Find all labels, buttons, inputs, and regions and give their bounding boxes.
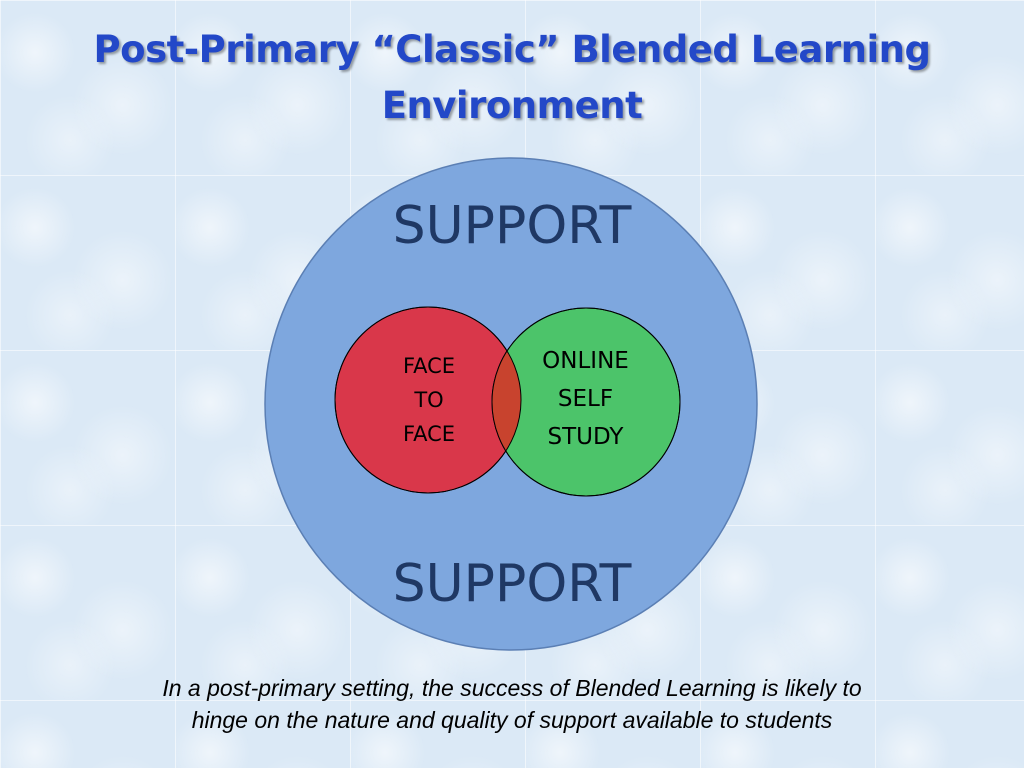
slide-title: Post-Primary “Classic” Blended Learning … xyxy=(0,22,1024,134)
online-label-line-1: ONLINE xyxy=(542,348,629,374)
online-outline xyxy=(491,307,681,497)
face-to-face-outline xyxy=(334,306,522,494)
face-to-face-label: FACE TO FACE xyxy=(369,349,489,451)
slide-caption: In a post-primary setting, the success o… xyxy=(40,672,984,736)
caption-line-1: In a post-primary setting, the success o… xyxy=(162,675,862,701)
online-label-line-3: STUDY xyxy=(547,424,624,450)
online-self-study-label: ONLINE SELF STUDY xyxy=(523,342,648,456)
face-label-line-2: TO xyxy=(414,388,444,412)
title-line-2: Environment xyxy=(381,84,643,127)
title-line-1: Post-Primary “Classic” Blended Learning xyxy=(93,28,931,71)
caption-line-2: hinge on the nature and quality of suppo… xyxy=(191,707,833,733)
face-label-line-1: FACE xyxy=(402,354,456,378)
support-label-bottom: SUPPORT xyxy=(392,554,632,614)
support-label-top: SUPPORT xyxy=(392,196,632,256)
online-label-line-2: SELF xyxy=(557,386,614,412)
face-label-line-3: FACE xyxy=(402,422,456,446)
